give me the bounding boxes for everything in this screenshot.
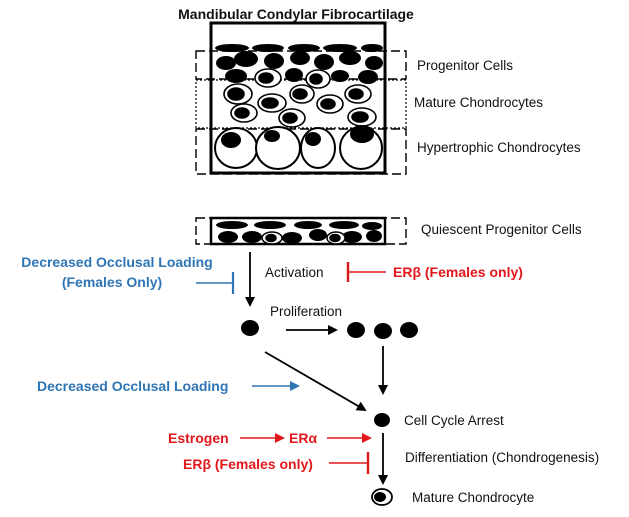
hypertrophic-cells [214, 125, 383, 170]
decreased-loading-label: Decreased Occlusal Loading [37, 378, 228, 394]
cell-cycle-arrest-label: Cell Cycle Arrest [404, 413, 504, 428]
hypertrophic-chondrocytes-label: Hypertrophic Chondrocytes [417, 140, 581, 155]
arrested-cell [374, 413, 390, 427]
erb-females-activation-label: ERβ (Females only) [393, 264, 523, 280]
quiescent-strip [195, 216, 407, 246]
decreased-loading-females-line1: Decreased Occlusal Loading [21, 254, 212, 270]
erb-activation-inhibition [346, 262, 386, 282]
mature-chondrocyte-label: Mature Chondrocyte [412, 490, 534, 505]
mature-chondrocyte-cell [371, 488, 393, 506]
decreased-loading-inhibition [196, 272, 235, 294]
activation-label: Activation [265, 265, 324, 280]
progenitor-cells [216, 51, 383, 84]
fibrocartilage-tissue [195, 21, 407, 175]
erb-differentiation-inhibition [329, 452, 370, 474]
single-cell [241, 320, 259, 336]
era-label: ERα [289, 430, 317, 446]
diagram-title: Mandibular Condylar Fibrocartilage [178, 6, 414, 22]
mature-layer-box [195, 79, 407, 129]
hypertrophic-layer-box [195, 128, 407, 175]
direct-to-arrest-arrow [264, 351, 367, 412]
surface-cells [215, 44, 383, 52]
differentiation-label: Differentiation (Chondrogenesis) [405, 450, 599, 465]
progenitor-cells-label: Progenitor Cells [417, 58, 513, 73]
mature-chondrocytes-label: Mature Chondrocytes [414, 95, 543, 110]
decreased-loading-females-line2: (Females Only) [62, 274, 162, 290]
estrogen-label: Estrogen [168, 430, 229, 446]
proliferated-cells [347, 322, 418, 339]
mature-cells [223, 68, 377, 128]
erb-females-differentiation-label: ERβ (Females only) [183, 456, 313, 472]
quiescent-cells-label: Quiescent Progenitor Cells [421, 222, 582, 237]
proliferation-label: Proliferation [270, 304, 342, 319]
